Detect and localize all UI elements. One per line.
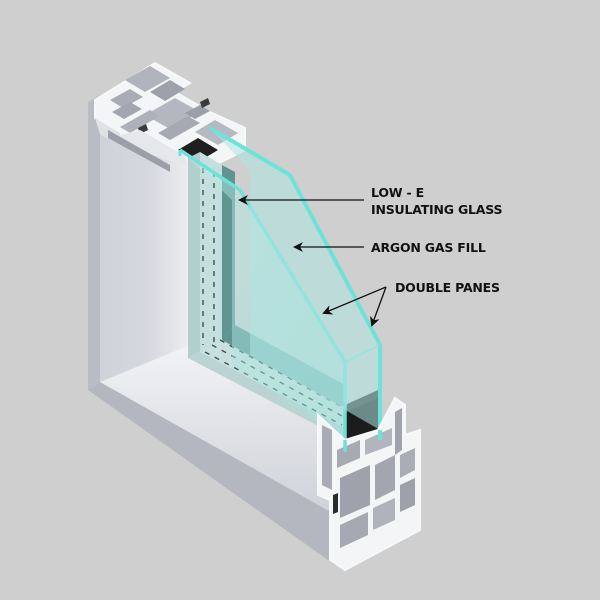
double-panes-arrow-outer: [370, 286, 387, 327]
frame-top-profile: [94, 61, 246, 172]
frame-bottom-profile: [317, 396, 421, 572]
double-panes-arrow-inner: [322, 286, 387, 315]
label-argon-text: ARGON GAS FILL: [371, 240, 486, 255]
outer-glass-pane: [208, 126, 382, 430]
callout-arrows: [238, 195, 387, 327]
label-low-e-line2: INSULATING GLASS: [371, 202, 503, 217]
label-double-panes-text: DOUBLE PANES: [395, 280, 500, 295]
label-argon-gas-fill: ARGON GAS FILL: [371, 239, 486, 256]
label-low-e-line1: LOW - E: [371, 185, 424, 200]
label-low-e-insulating-glass: LOW - E INSULATING GLASS: [371, 184, 503, 218]
label-double-panes: DOUBLE PANES: [395, 279, 500, 296]
